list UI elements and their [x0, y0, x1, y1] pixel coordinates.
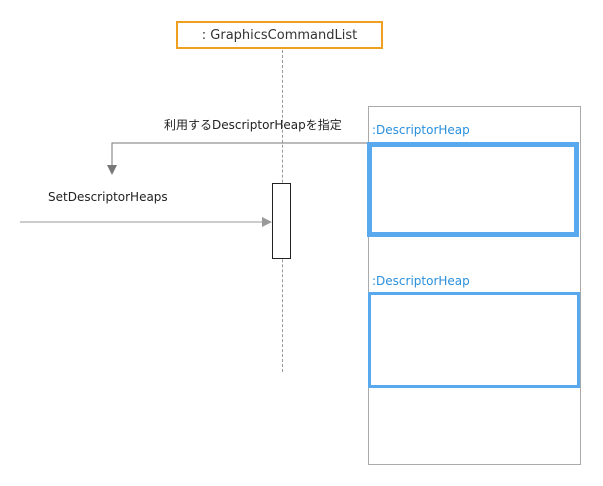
- heap-label-1: :DescriptorHeap: [372, 123, 470, 137]
- lifeline-graphics-command-list: : GraphicsCommandList: [176, 21, 383, 49]
- descriptor-heap-box: [368, 292, 580, 388]
- use-heap-message-label: 利用するDescriptorHeapを指定: [164, 118, 342, 132]
- use-heap-arrow-head: [107, 165, 117, 175]
- lifeline-label: : GraphicsCommandList: [201, 27, 358, 43]
- use-heap-arrow-line: [111, 142, 367, 166]
- set-descriptor-heaps-arrow-head: [262, 217, 272, 227]
- heap-label-2: :DescriptorHeap: [372, 274, 470, 288]
- activation-bar: [272, 183, 291, 259]
- descriptor-heap-box-selected: [367, 142, 579, 237]
- set-descriptor-heaps-label: SetDescriptorHeaps: [48, 190, 168, 204]
